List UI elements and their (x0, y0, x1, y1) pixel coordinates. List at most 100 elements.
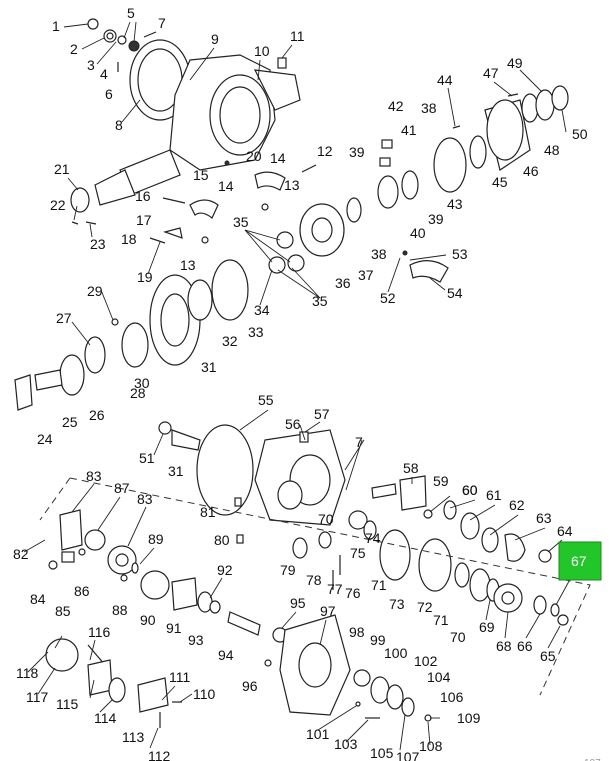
callout-94: 94 (218, 647, 234, 663)
callout-111: 111 (169, 669, 190, 685)
callout-77: 77 (327, 581, 343, 597)
callout-83b: 83 (137, 491, 153, 507)
callout-10: 10 (254, 43, 270, 59)
axle-housing-group (14, 18, 569, 411)
callout-115: 115 (56, 696, 79, 712)
callout-50: 50 (572, 126, 588, 142)
callout-70a: 70 (318, 511, 334, 527)
callout-38b: 38 (421, 100, 437, 116)
callout-60b: 60 (462, 482, 478, 498)
callout-25: 25 (62, 414, 78, 430)
callout-43: 43 (447, 196, 463, 212)
callout-37: 37 (358, 267, 374, 283)
callout-35b: 35 (312, 293, 328, 309)
callout-83a: 83 (86, 468, 102, 484)
callout-12: 12 (317, 143, 333, 159)
callout-82: 82 (13, 546, 29, 562)
callout-36: 36 (335, 275, 351, 291)
callout-71a: 71 (371, 577, 387, 593)
callout-6: 6 (105, 86, 113, 102)
callout-70b: 70 (450, 629, 466, 645)
callout-69: 69 (479, 619, 495, 635)
callout-88: 88 (112, 602, 128, 618)
callout-100: 100 (384, 645, 408, 661)
callout-29: 29 (87, 283, 103, 299)
callout-86: 86 (74, 583, 90, 599)
callout-60: 60 (462, 482, 478, 498)
assembly-boundary (69, 477, 591, 696)
callout-81: 81 (200, 504, 216, 520)
highlighted-callout[interactable]: 67 (558, 541, 602, 581)
callout-101: 101 (306, 726, 330, 742)
callout-98: 98 (349, 624, 365, 640)
callout-84: 84 (30, 591, 46, 607)
callout-91: 91 (166, 620, 182, 636)
callout-35a: 35 (233, 214, 249, 230)
callout-32: 32 (222, 333, 238, 349)
callout-55: 55 (258, 392, 274, 408)
callout-104: 104 (427, 669, 451, 685)
callout-31b: 31 (168, 463, 184, 479)
callout-54: 54 (447, 285, 463, 301)
callout-2: 2 (70, 41, 78, 57)
callout-31: 31 (201, 359, 217, 375)
highlight-box[interactable] (558, 541, 602, 581)
callout-5: 5 (127, 5, 135, 21)
callout-78: 78 (306, 572, 322, 588)
callout-109: 109 (457, 710, 481, 726)
callout-30: 30 (134, 375, 150, 391)
callout-58: 58 (403, 460, 419, 476)
callout-13a: 13 (284, 177, 300, 193)
repeated-callouts: 13 14 35 38 39 7 31 70 71 83 60 (137, 100, 478, 645)
callout-44: 44 (437, 72, 453, 88)
callout-19: 19 (137, 269, 153, 285)
callout-90: 90 (140, 612, 156, 628)
callout-116: 116 (88, 624, 111, 640)
callout-16: 16 (135, 188, 151, 204)
highlight-label: 67 (571, 553, 587, 569)
callout-46: 46 (523, 163, 539, 179)
callout-28: 28 (130, 385, 146, 401)
callout-18: 18 (121, 231, 137, 247)
callout-118: 118 (16, 665, 39, 681)
callout-75: 75 (350, 545, 366, 561)
callout-27: 27 (56, 310, 72, 326)
callout-51: 51 (139, 450, 155, 466)
callout-21: 21 (54, 161, 70, 177)
callout-39a: 39 (349, 144, 365, 160)
callout-labels: 1 2 3 4 5 6 7 8 9 10 11 12 13 14 15 16 1… (13, 5, 588, 761)
callout-38a: 38 (371, 246, 387, 262)
callout-68: 68 (496, 638, 512, 654)
leader-lines (23, 21, 575, 751)
callout-42: 42 (388, 98, 404, 114)
callout-108: 108 (419, 738, 443, 754)
callout-9: 9 (211, 31, 219, 47)
callout-8: 8 (115, 117, 123, 133)
callout-40: 40 (410, 225, 426, 241)
callout-53: 53 (452, 246, 468, 262)
callout-85: 85 (55, 603, 71, 619)
callout-99: 99 (370, 632, 386, 648)
callout-11: 11 (290, 28, 305, 44)
callout-76: 76 (345, 585, 361, 601)
callout-102: 102 (414, 653, 438, 669)
callout-33: 33 (248, 324, 264, 340)
callout-71b: 71 (433, 612, 449, 628)
callout-62: 62 (509, 497, 525, 513)
callout-45: 45 (492, 174, 508, 190)
callout-63: 63 (536, 510, 552, 526)
callout-49: 49 (507, 55, 523, 71)
callout-7b: 7 (355, 434, 363, 450)
callout-110: 110 (193, 686, 216, 702)
callout-14b: 14 (218, 178, 234, 194)
callout-106: 106 (440, 689, 464, 705)
callout-64: 64 (557, 523, 573, 539)
callout-23: 23 (90, 236, 106, 252)
callout-72: 72 (417, 599, 433, 615)
callout-65: 65 (540, 648, 556, 664)
callout-74: 74 (365, 530, 381, 546)
callout-39b: 39 (428, 211, 444, 227)
callout-26: 26 (89, 407, 105, 423)
callout-41: 41 (401, 122, 417, 138)
